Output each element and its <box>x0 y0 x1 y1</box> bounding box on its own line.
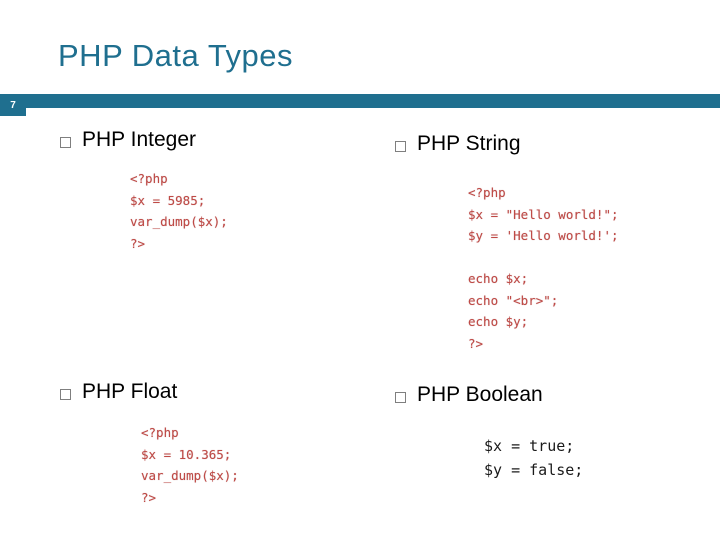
bullet-item-float: PHP Float <box>60 380 177 404</box>
bullet-label-boolean: PHP Boolean <box>417 383 543 406</box>
bullet-square-icon <box>60 389 71 400</box>
bullet-label-integer: PHP Integer <box>82 128 197 151</box>
code-block-string: <?php $x = "Hello world!"; $y = 'Hello w… <box>468 185 619 351</box>
code-block-integer: <?php $x = 5985; var_dump($x); ?> <box>130 171 228 251</box>
bullet-square-icon <box>395 141 406 152</box>
bullet-item-integer: PHP Integer <box>60 128 196 152</box>
header-rule <box>26 94 720 108</box>
bullet-label-string: PHP String <box>417 132 521 155</box>
bullet-label-float: PHP Float <box>82 380 178 403</box>
slide-number: 7 <box>0 94 26 116</box>
bullet-square-icon <box>395 392 406 403</box>
bullet-item-string: PHP String <box>395 132 521 156</box>
header-bar: 7 <box>0 94 720 116</box>
code-block-float: <?php $x = 10.365; var_dump($x); ?> <box>141 425 239 505</box>
bullet-square-icon <box>60 137 71 148</box>
page-title: PHP Data Types <box>58 38 294 73</box>
code-block-boolean: $x = true; $y = false; <box>484 437 584 479</box>
bullet-item-boolean: PHP Boolean <box>395 383 543 407</box>
